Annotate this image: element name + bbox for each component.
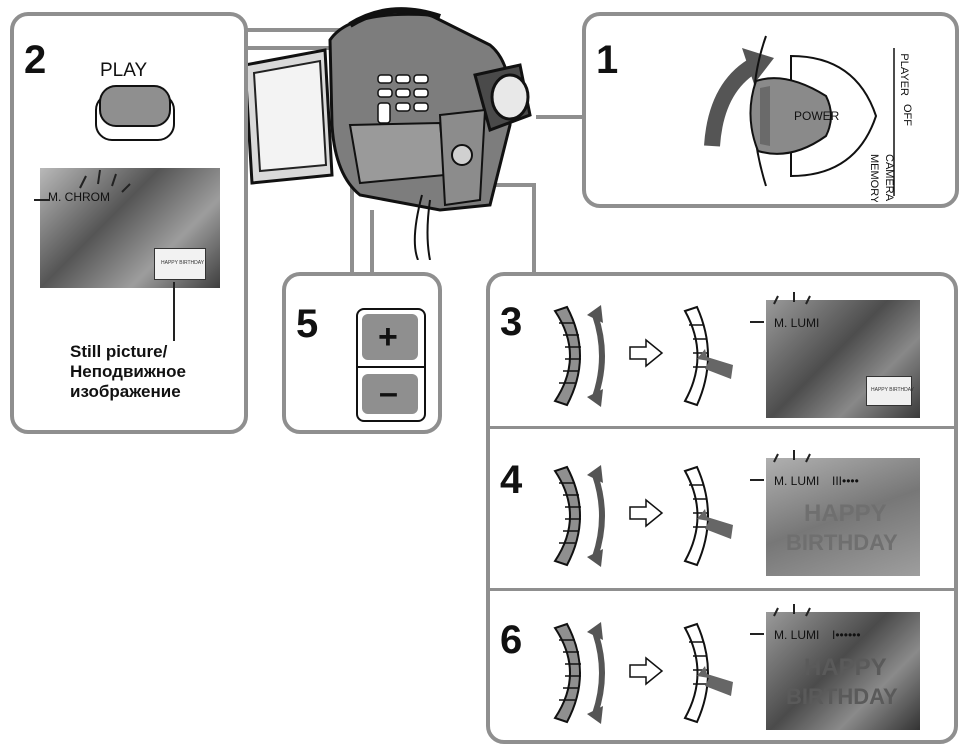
still-image-screen: M. CHROM HAPPY BIRTHDAY	[40, 168, 220, 288]
dial-press-icon	[683, 622, 733, 724]
play-label: PLAY	[100, 60, 148, 81]
step-number: 4	[500, 458, 523, 502]
plus-minus-button[interactable]: + –	[356, 308, 426, 422]
still-picture-caption-line1: Still picture/	[70, 342, 168, 361]
svg-text:MEMORY: MEMORY	[868, 154, 880, 202]
steps-3-4-6-panel: 3 M. LUMI HAPPY BIRTHDAY 4	[486, 272, 958, 744]
arrow-right-icon	[629, 338, 664, 368]
step-3-row: 3 M. LUMI HAPPY BIRTHDAY	[490, 276, 954, 429]
dial-press-icon	[683, 465, 733, 567]
dial-turn-icon	[553, 305, 605, 407]
dial-turn-icon	[553, 622, 605, 724]
plus-label: +	[378, 318, 398, 356]
step-5-panel: 5 + –	[282, 272, 442, 434]
osd-label: M. LUMI	[774, 628, 820, 642]
step-2-panel: 2 PLAY M. CHROM HAPPY BIRTHDAY Still pic…	[10, 12, 248, 434]
still-picture-inset: HAPPY BIRTHDAY	[866, 376, 914, 406]
screen-callouts	[34, 169, 175, 341]
osd-level: I••••••	[832, 628, 861, 642]
power-switch-icon: POWER PLAYER OFF CAMERA MEMORY	[704, 35, 913, 202]
step-number: 3	[500, 300, 523, 344]
step-6-screen: M. LUMI I•••••• HAPPY BIRTHDAY	[766, 612, 920, 730]
overlay-line2: BIRTHDAY	[786, 530, 898, 555]
osd-text: M. LUMI	[774, 316, 820, 330]
osd-callout	[750, 604, 811, 635]
minus-button[interactable]	[362, 374, 418, 414]
play-button-icon	[95, 85, 175, 141]
dial-press-icon	[683, 305, 733, 407]
still-picture-caption-line3: изображение	[70, 382, 181, 401]
osd-callout	[750, 292, 811, 323]
svg-text:POWER: POWER	[794, 109, 840, 123]
svg-text:OFF: OFF	[901, 104, 913, 126]
step-4-row: 4 M. LUMI III•••• HAPPY BIRTHDAY	[490, 426, 954, 591]
step-6-row: 6 M. LUMI I•••••• HAPPY BIRTHDAY	[490, 588, 954, 740]
step-number: 5	[296, 302, 319, 346]
svg-text:PLAYER: PLAYER	[898, 53, 910, 96]
step-1-panel: 1 POWER PLAYER OFF CAMERA MEMORY	[582, 12, 959, 208]
still-picture-inset: HAPPY BIRTHDAY	[154, 248, 206, 280]
overlay-line1: HAPPY	[804, 500, 887, 527]
osd-level: III••••	[832, 474, 859, 488]
camcorder-illustration	[243, 7, 532, 260]
arrow-right-icon	[629, 498, 664, 528]
arrow-right-icon	[629, 656, 664, 686]
step-3-screen: M. LUMI HAPPY BIRTHDAY	[766, 300, 920, 418]
overlay-line2: BIRTHDAY	[786, 684, 898, 709]
plus-button[interactable]	[362, 314, 418, 360]
minus-label: –	[379, 374, 398, 412]
step-4-screen: M. LUMI III•••• HAPPY BIRTHDAY	[766, 458, 920, 576]
osd-callout	[750, 450, 811, 481]
osd-text: M. CHROM	[48, 190, 110, 204]
dial-turn-icon	[553, 465, 605, 567]
overlay-line1: HAPPY	[804, 654, 887, 681]
still-picture-caption-line2: Неподвижное	[70, 362, 187, 381]
step-number: 1	[596, 38, 619, 82]
svg-text:CAMERA: CAMERA	[883, 154, 895, 202]
step-number: 6	[500, 618, 523, 662]
step-number: 2	[24, 38, 47, 82]
osd-label: M. LUMI	[774, 474, 820, 488]
